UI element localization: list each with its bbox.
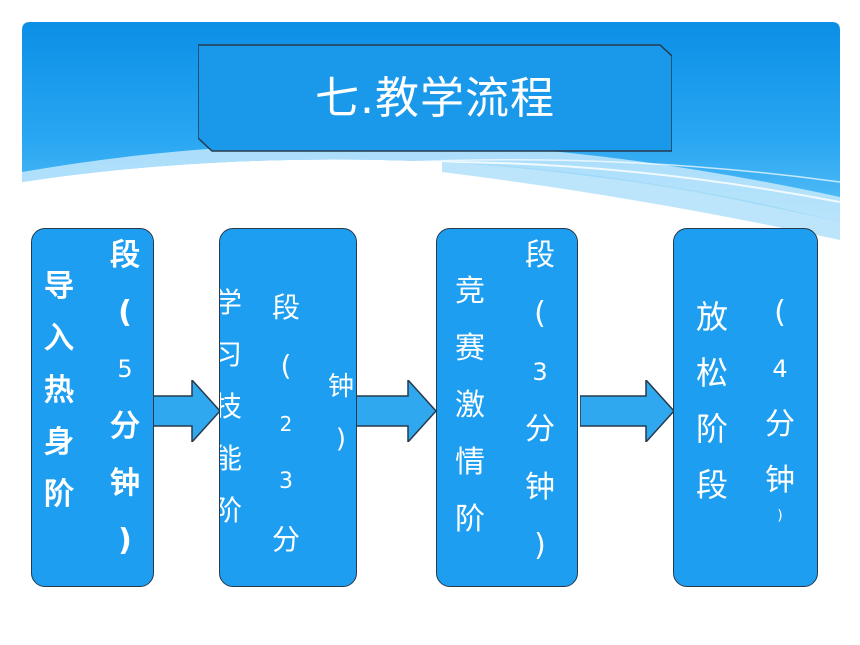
stage-side-text: 段 ( 2 3 分 [271,291,300,556]
title-box: 七.教学流程 [198,44,672,152]
stage-side-text: 段 ( 3 分 钟 ) [525,238,555,563]
stage-warmup: 导 入 热 身 阶 段 ( 5 分 钟 ) [31,228,154,587]
stage-side-text: ( 4 分 钟 ) [765,295,795,524]
stage-competition: 竞 赛 激 情 阶 段 ( 3 分 钟 ) [436,228,578,587]
stage-main-text: 放 松 阶 段 [695,298,728,504]
stage-extra-text: 钟 ) [327,372,354,454]
stage-main-text: 学 习 技 能 阶 [220,277,250,537]
stage-skill-learning: 学 习 技 能 阶 段 ( 2 3 分 钟 ) [219,228,357,587]
arrow-right-icon [354,380,438,442]
page-title: 七.教学流程 [315,73,555,124]
stage-main-text: 导 入 热 身 阶 [44,269,74,512]
arrow-right-icon [152,380,222,442]
stage-relaxation: 放 松 阶 段 ( 4 分 钟 ) [673,228,818,587]
stage-main-text: 竞 赛 激 情 阶 [455,274,485,537]
arrow-right-icon [580,380,676,442]
stage-side-text: 段 ( 5 分 钟 ) [110,238,140,558]
